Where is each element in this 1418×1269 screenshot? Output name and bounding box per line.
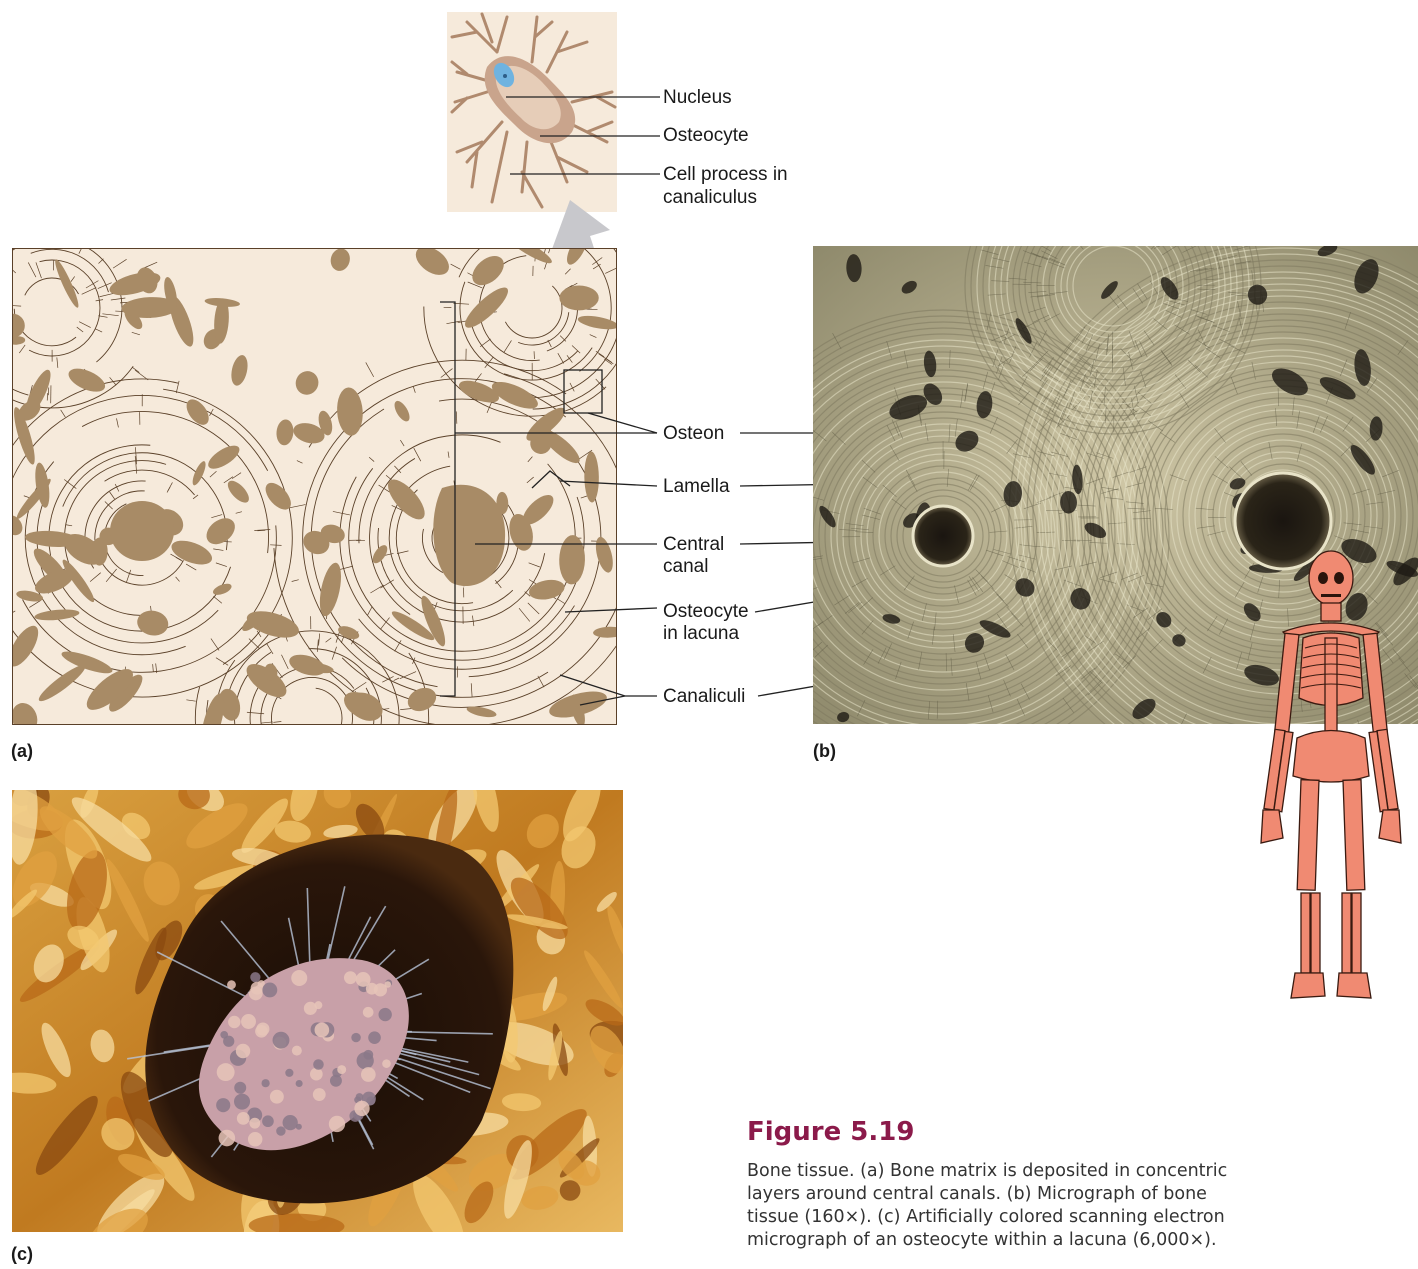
label-osteon: Osteon [663, 423, 724, 445]
label-canaliculi: Canaliculi [663, 686, 745, 708]
label-in-lacuna: in lacuna [663, 623, 739, 645]
skeleton-icon [1245, 548, 1417, 1003]
panel-label-c: (c) [11, 1244, 33, 1265]
inset-leaders [500, 80, 670, 190]
label-osteocyte-lacuna: Osteocyte [663, 601, 749, 623]
caption-line: micrograph of an osteocyte within a lacu… [747, 1229, 1418, 1252]
label-canal: canal [663, 556, 708, 578]
panel-label-b: (b) [813, 741, 836, 762]
label-nucleus: Nucleus [663, 87, 732, 109]
label-canaliculus: canaliculus [663, 187, 757, 209]
caption-line: Bone tissue. (a) Bone matrix is deposite… [747, 1160, 1418, 1183]
label-central-canal: Central [663, 534, 724, 556]
label-cell-process: Cell process in [663, 164, 788, 186]
panel-label-a: (a) [11, 741, 33, 762]
caption-line: tissue (160×). (c) Artificially colored … [747, 1206, 1418, 1229]
osteocyte-sem-micrograph [12, 790, 623, 1232]
label-osteocyte: Osteocyte [663, 125, 749, 147]
caption-line: layers around central canals. (b) Microg… [747, 1183, 1418, 1206]
label-lamella: Lamella [663, 476, 730, 498]
figure-caption: Bone tissue. (a) Bone matrix is deposite… [747, 1160, 1418, 1252]
figure-title: Figure 5.19 [747, 1117, 914, 1147]
